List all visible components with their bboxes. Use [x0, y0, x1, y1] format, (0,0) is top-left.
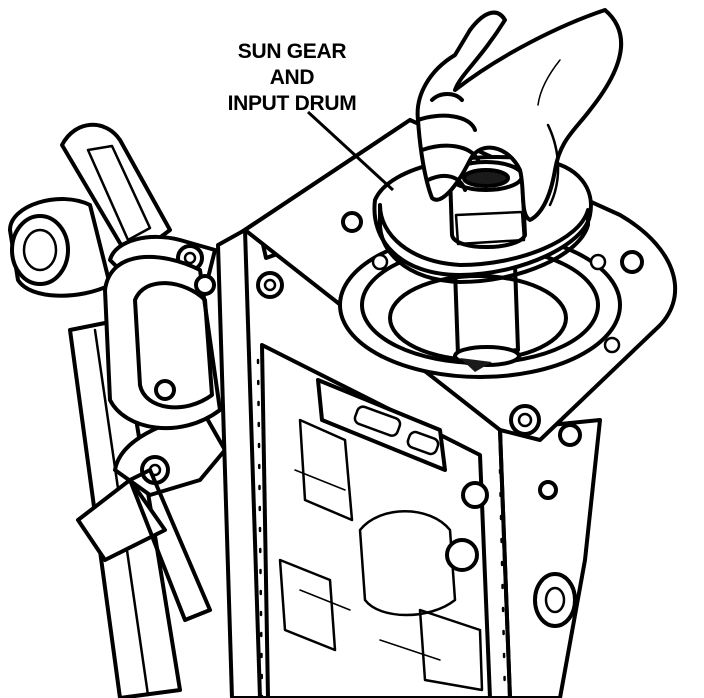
hand: [415, 8, 624, 222]
callout-line-3: INPUT DRUM: [228, 92, 357, 115]
holding-fixture: [8, 122, 227, 698]
callout-leader-line: [306, 110, 395, 192]
callout-line-2: AND: [270, 66, 315, 89]
callout-line-1: SUN GEAR: [238, 40, 347, 63]
callout: SUN GEAR AND INPUT DRUM: [228, 40, 395, 192]
flange-bolts: [256, 211, 644, 447]
